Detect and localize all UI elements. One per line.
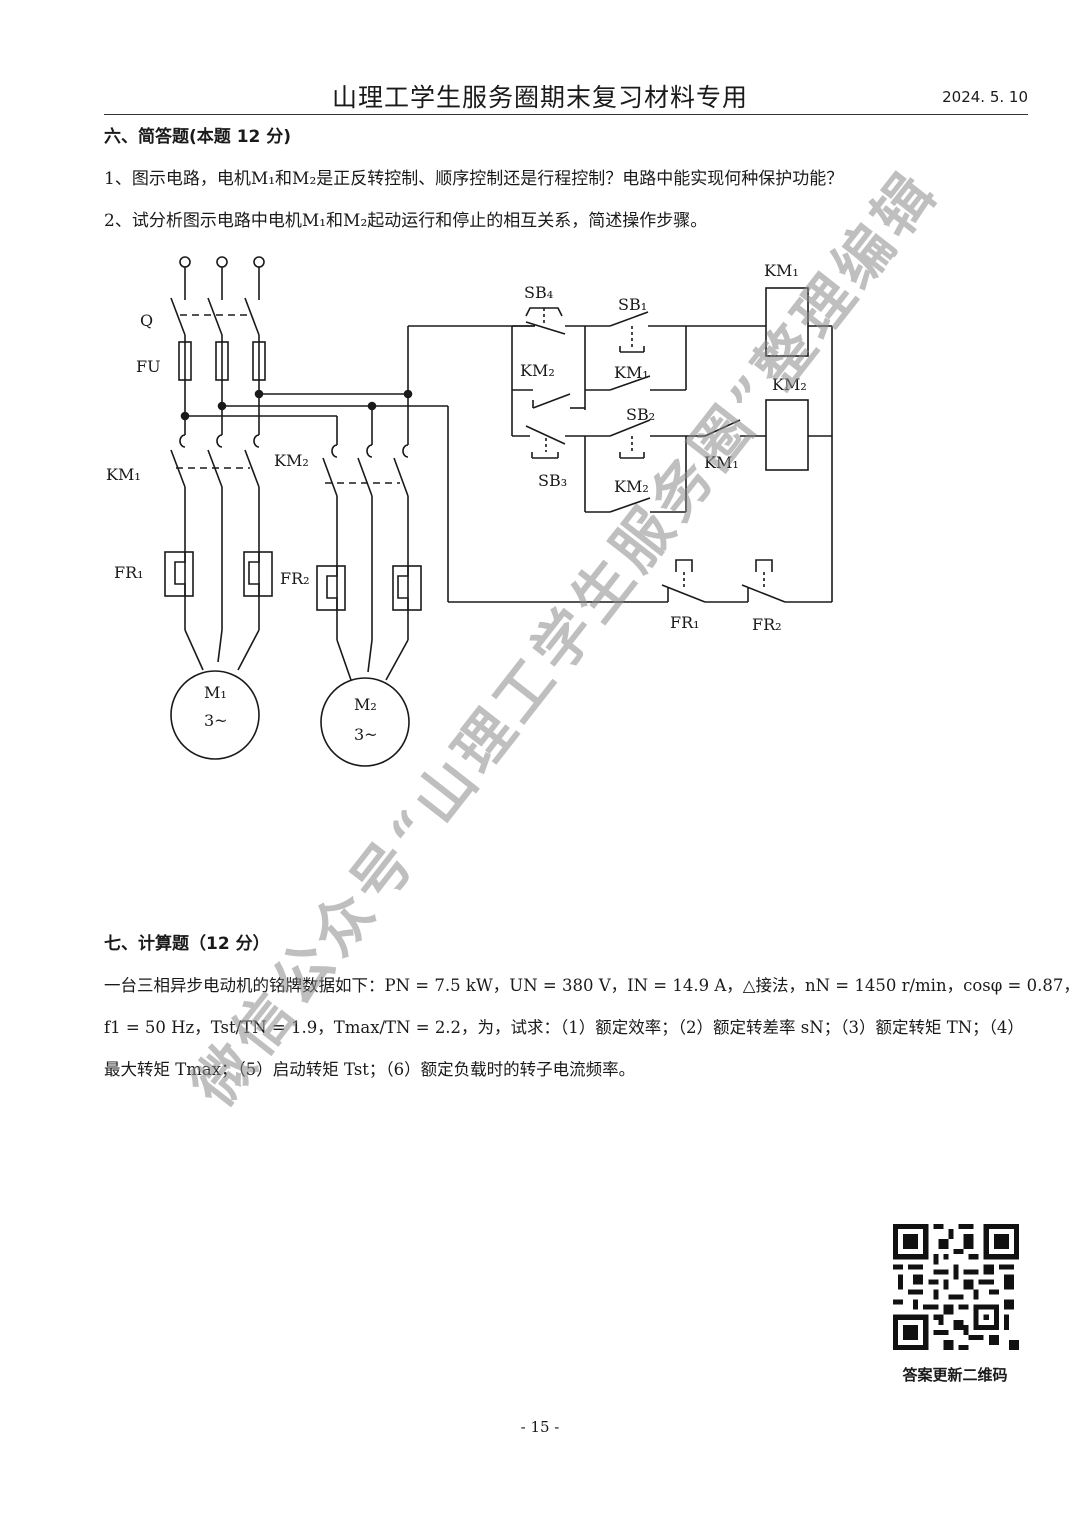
page-header-title: 山理工学生服务圈期末复习材料专用 (331, 83, 748, 112)
main-circuit (164, 256, 668, 767)
label-sb1: SB₁ (618, 295, 647, 314)
section7-line-1: 一台三相异步电动机的铭牌数据如下：PN = 7.5 kW，UN = 380 V，… (104, 976, 1080, 995)
section7-heading: 七、计算题（12 分） (104, 934, 270, 954)
label-km1-coil: KM₁ (764, 261, 799, 280)
header-rule (104, 114, 1028, 115)
page-header-date: 2024. 5. 10 (942, 88, 1028, 106)
label-km2-aux-2: KM₂ (614, 477, 649, 496)
label-fr1-main: FR₁ (114, 563, 144, 582)
label-km2-main: KM₂ (274, 451, 309, 470)
label-km2-coil: KM₂ (772, 375, 807, 394)
label-km2-aux-1: KM₂ (520, 361, 555, 380)
label-sb3: SB₃ (538, 471, 567, 490)
qr-code (893, 1224, 1019, 1350)
section6-question-2: 2、试分析图示电路中电机M₁和M₂起动运行和停止的相互关系，简述操作步骤。 (104, 211, 708, 231)
label-sb2: SB₂ (626, 405, 655, 424)
label-km1-main: KM₁ (106, 465, 141, 484)
label-m1-phase: 3~ (204, 711, 228, 730)
label-km1-aux-2: KM₁ (704, 453, 739, 472)
label-m1: M₁ (204, 683, 227, 702)
label-q: Q (140, 311, 153, 330)
label-m2-phase: 3~ (354, 725, 378, 744)
control-circuit (511, 287, 833, 603)
page-number: - 15 - (520, 1418, 560, 1436)
section6-question-1: 1、图示电路，电机M₁和M₂是正反转控制、顺序控制还是行程控制？电路中能实现何种… (104, 169, 844, 189)
label-m2: M₂ (354, 695, 377, 714)
section7-line-2: f1 = 50 Hz，Tst/TN = 1.9，Tmax/TN = 2.2，为，… (104, 1018, 1024, 1037)
label-fr2-ctrl: FR₂ (752, 615, 782, 634)
label-sb4: SB₄ (524, 283, 553, 302)
qr-caption: 答案更新二维码 (902, 1366, 1008, 1384)
label-fr1-ctrl: FR₁ (670, 613, 700, 632)
label-km1-aux-1: KM₁ (614, 363, 649, 382)
circuit-diagram: Q FU KM₁ KM₂ FR₁ FR₂ M₁ 3~ M₂ 3~ SB₄ SB₁… (106, 256, 833, 767)
section7-line-3: 最大转矩 Tmax；（5）启动转矩 Tst；（6）额定负载时的转子电流频率。 (104, 1060, 636, 1079)
label-fu: FU (136, 357, 161, 376)
section6-heading: 六、简答题(本题 12 分) (104, 127, 292, 147)
label-fr2-main: FR₂ (280, 569, 310, 588)
